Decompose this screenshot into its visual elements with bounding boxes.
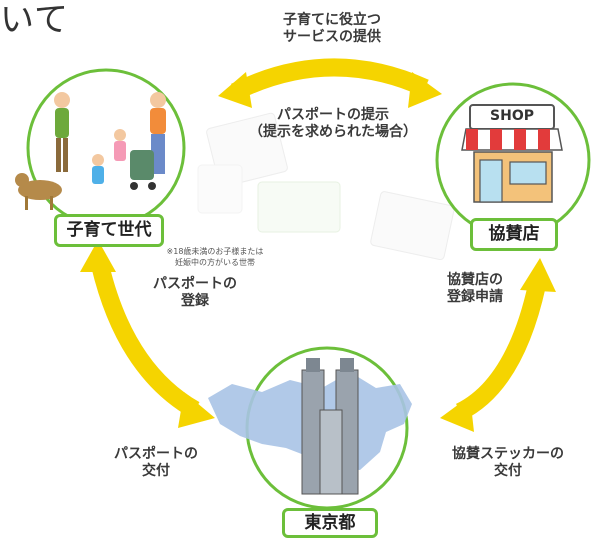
shop-label: 協賛店 xyxy=(470,218,558,251)
shop-register-line1: 協賛店の xyxy=(447,272,503,288)
right-arrow xyxy=(455,283,546,421)
right-arrow-head-bottom xyxy=(440,396,474,432)
top-arrow-label: 子育てに役立つ サービスの提供 xyxy=(262,12,402,46)
left-arrow-head-bottom xyxy=(178,392,215,428)
shop-sign-text: SHOP xyxy=(490,108,534,124)
family-label: 子育て世代 xyxy=(54,214,164,247)
tokyo-building-illustration xyxy=(301,358,359,495)
passport-register-line1: パスポートの xyxy=(153,276,237,292)
family-illustration xyxy=(15,92,166,210)
passport-issue-line1: パスポートの xyxy=(114,446,198,462)
passport-issue-line2: 交付 xyxy=(142,463,170,479)
shop-register-line2: 登録申請 xyxy=(447,289,503,305)
family-note-line2: 妊娠中の方がいる世帯 xyxy=(175,258,255,267)
passport-present-line1: パスポートの提示 xyxy=(277,107,389,123)
top-arrow-label-line1: 子育てに役立つ xyxy=(283,12,381,28)
passport-register-label: パスポートの 登録 xyxy=(140,276,250,310)
right-arrow-head-top xyxy=(520,258,556,292)
shop-register-label: 協賛店の 登録申請 xyxy=(430,272,520,306)
tokyo-label: 東京都 xyxy=(282,508,378,538)
top-arrow-head-right xyxy=(408,72,442,108)
left-arrow-head-top xyxy=(80,240,116,272)
family-note: ※18歳未満のお子様または 妊娠中の方がいる世帯 xyxy=(150,246,280,268)
sticker-issue-line1: 協賛ステッカーの xyxy=(452,446,564,462)
page-title-fragment: いて xyxy=(0,0,69,40)
passport-register-line2: 登録 xyxy=(181,293,209,309)
passport-present-line2: （提示を求められた場合） xyxy=(249,124,417,140)
sticker-issue-line2: 交付 xyxy=(494,463,522,479)
family-note-line1: ※18歳未満のお子様または xyxy=(166,247,264,256)
top-arrow-head-left xyxy=(218,72,252,108)
top-arrow xyxy=(231,58,429,101)
sticker-issue-label: 協賛ステッカーの 交付 xyxy=(438,446,578,480)
left-arrow xyxy=(91,262,200,418)
top-arrow-label-line2: サービスの提供 xyxy=(283,29,381,45)
passport-cards-illustration xyxy=(197,112,455,261)
passport-issue-label: パスポートの 交付 xyxy=(96,446,216,480)
shop-illustration xyxy=(461,104,563,203)
passport-present-label: パスポートの提示 （提示を求められた場合） xyxy=(228,107,438,141)
